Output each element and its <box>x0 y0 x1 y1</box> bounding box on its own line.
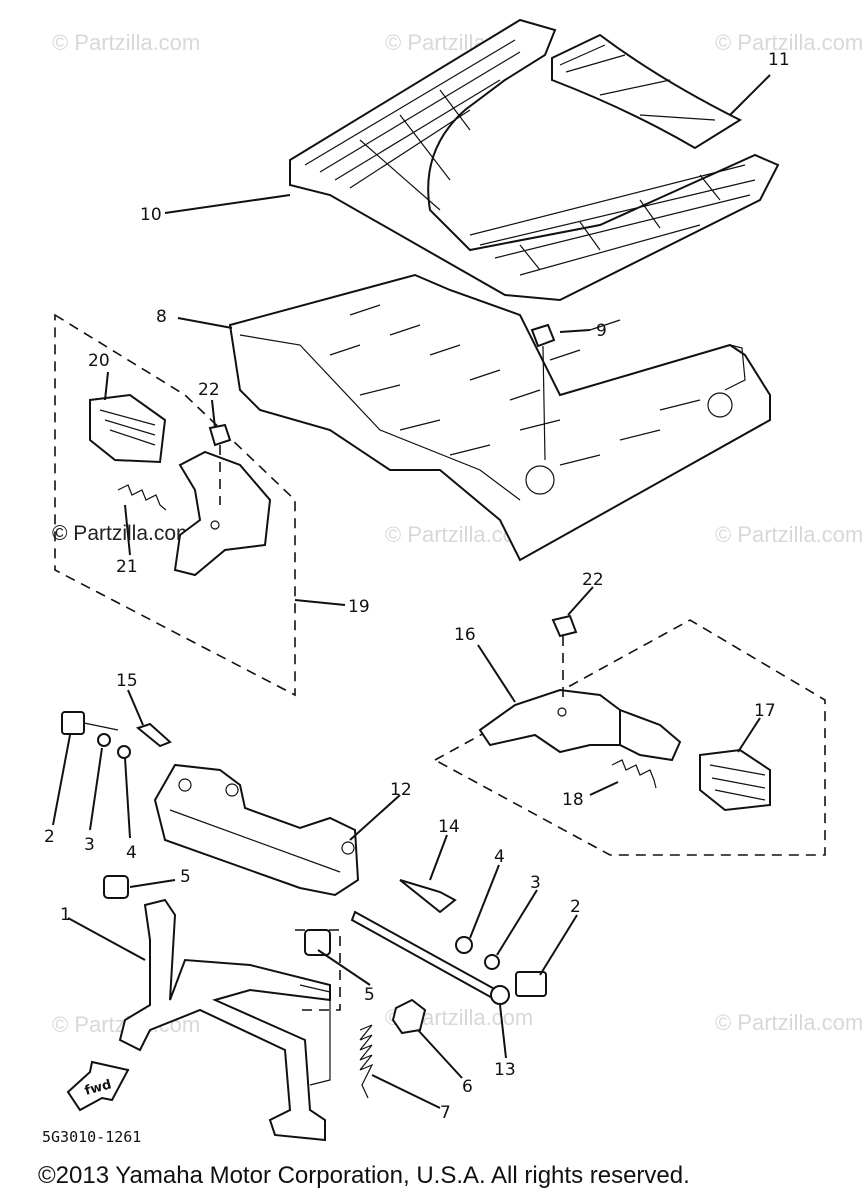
callout-3-right: 3 <box>530 873 541 893</box>
stand-bracket-12 <box>153 763 360 897</box>
callout-3: 3 <box>84 835 95 855</box>
left-assembly-box <box>54 313 296 697</box>
spring-18 <box>611 759 657 789</box>
bolt-22-right <box>551 614 578 700</box>
callout-22-left: 22 <box>198 380 220 400</box>
collar-5-top <box>103 875 129 899</box>
callout-10: 10 <box>140 205 162 225</box>
washer-3-left <box>97 733 111 747</box>
callout-21: 21 <box>116 557 138 577</box>
watermark: © Partzilla.com <box>52 30 201 55</box>
callout-5-lower: 5 <box>364 985 375 1005</box>
callout-2: 2 <box>44 827 55 847</box>
footpeg-rubber-17 <box>699 748 771 812</box>
callout-4: 4 <box>126 843 137 863</box>
nut-6 <box>391 998 427 1035</box>
bolt-9 <box>530 323 556 461</box>
bracket-left <box>173 450 272 577</box>
callout-12: 12 <box>390 780 412 800</box>
callout-7: 7 <box>440 1103 451 1123</box>
floor-mat <box>289 18 780 302</box>
bolt-2-right <box>515 971 547 997</box>
washer-3-right <box>484 954 500 970</box>
fwd-label: fwd <box>83 1077 113 1098</box>
washer-4-left <box>117 745 131 759</box>
copyright-notice: ©2013 Yamaha Motor Corporation, U.S.A. A… <box>38 1162 690 1189</box>
bolt-14 <box>399 879 457 914</box>
fwd-arrow-icon <box>66 1060 130 1112</box>
callout-4-right: 4 <box>494 847 505 867</box>
watermark: © Partzilla.com <box>715 1010 864 1035</box>
watermark: © Partzilla.com <box>715 522 864 547</box>
callout-9: 9 <box>596 321 607 341</box>
callout-5: 5 <box>180 867 191 887</box>
watermark: © Partzilla.com <box>52 522 194 545</box>
callout-8: 8 <box>156 307 167 327</box>
right-assembly-box <box>433 619 826 856</box>
bolt-15 <box>135 722 172 748</box>
footrest-board <box>228 273 771 562</box>
callout-18: 18 <box>562 790 584 810</box>
callout-6: 6 <box>462 1077 473 1097</box>
collar-5-bottom <box>295 929 341 1011</box>
bolt-2-left <box>61 711 119 735</box>
callout-11: 11 <box>768 50 790 70</box>
footpeg-rubber-20 <box>89 393 167 464</box>
watermark: © Partzilla.com <box>715 30 864 55</box>
spring-7 <box>359 1024 374 1099</box>
callout-2-right: 2 <box>570 897 581 917</box>
callout-20: 20 <box>88 351 110 371</box>
callout-1: 1 <box>60 905 71 925</box>
callout-labels: 1 2 3 4 5 6 7 8 9 10 11 12 13 14 15 16 1… <box>44 50 790 1123</box>
callout-17: 17 <box>754 701 776 721</box>
shaft-13 <box>350 910 510 1005</box>
bracket-right <box>478 688 682 762</box>
bolt-22-left <box>208 423 232 505</box>
callout-14: 14 <box>438 817 460 837</box>
callout-22-right: 22 <box>582 570 604 590</box>
spring-21 <box>117 484 167 511</box>
callout-16: 16 <box>454 625 476 645</box>
leader-lines <box>52 74 771 1109</box>
callout-13: 13 <box>494 1060 516 1080</box>
diagram-code: 5G3010-1261 <box>42 1128 142 1146</box>
callout-15: 15 <box>116 671 138 691</box>
washer-4-right <box>455 936 473 954</box>
center-stand-1 <box>118 898 331 1142</box>
mat-strip <box>551 33 743 150</box>
callout-19: 19 <box>348 597 370 617</box>
